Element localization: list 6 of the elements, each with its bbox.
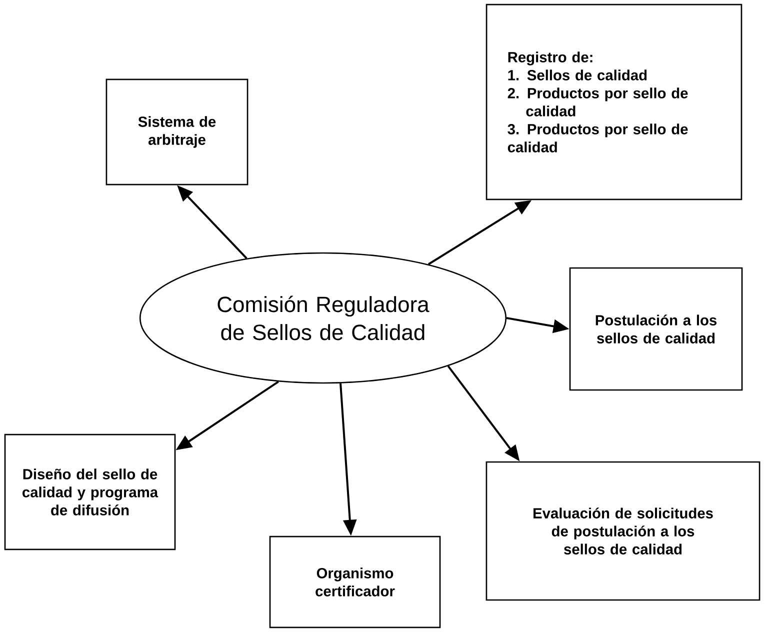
process-box: Postulación a los sellos de calidad [569, 267, 743, 391]
process-box: Registro de: 1. Sellos de calidad 2. Productos por sello de calidad 3. Productos por sello de calidad [486, 4, 742, 200]
process-box: Diseño del sello de calidad y programa de difusión [4, 434, 176, 550]
process-box: Evaluación de solicitudes de postulación a los sellos de calidad [486, 461, 760, 601]
process-box: Organismo certificador [269, 536, 441, 628]
process-box: Sistema de arbitraje [106, 78, 248, 186]
